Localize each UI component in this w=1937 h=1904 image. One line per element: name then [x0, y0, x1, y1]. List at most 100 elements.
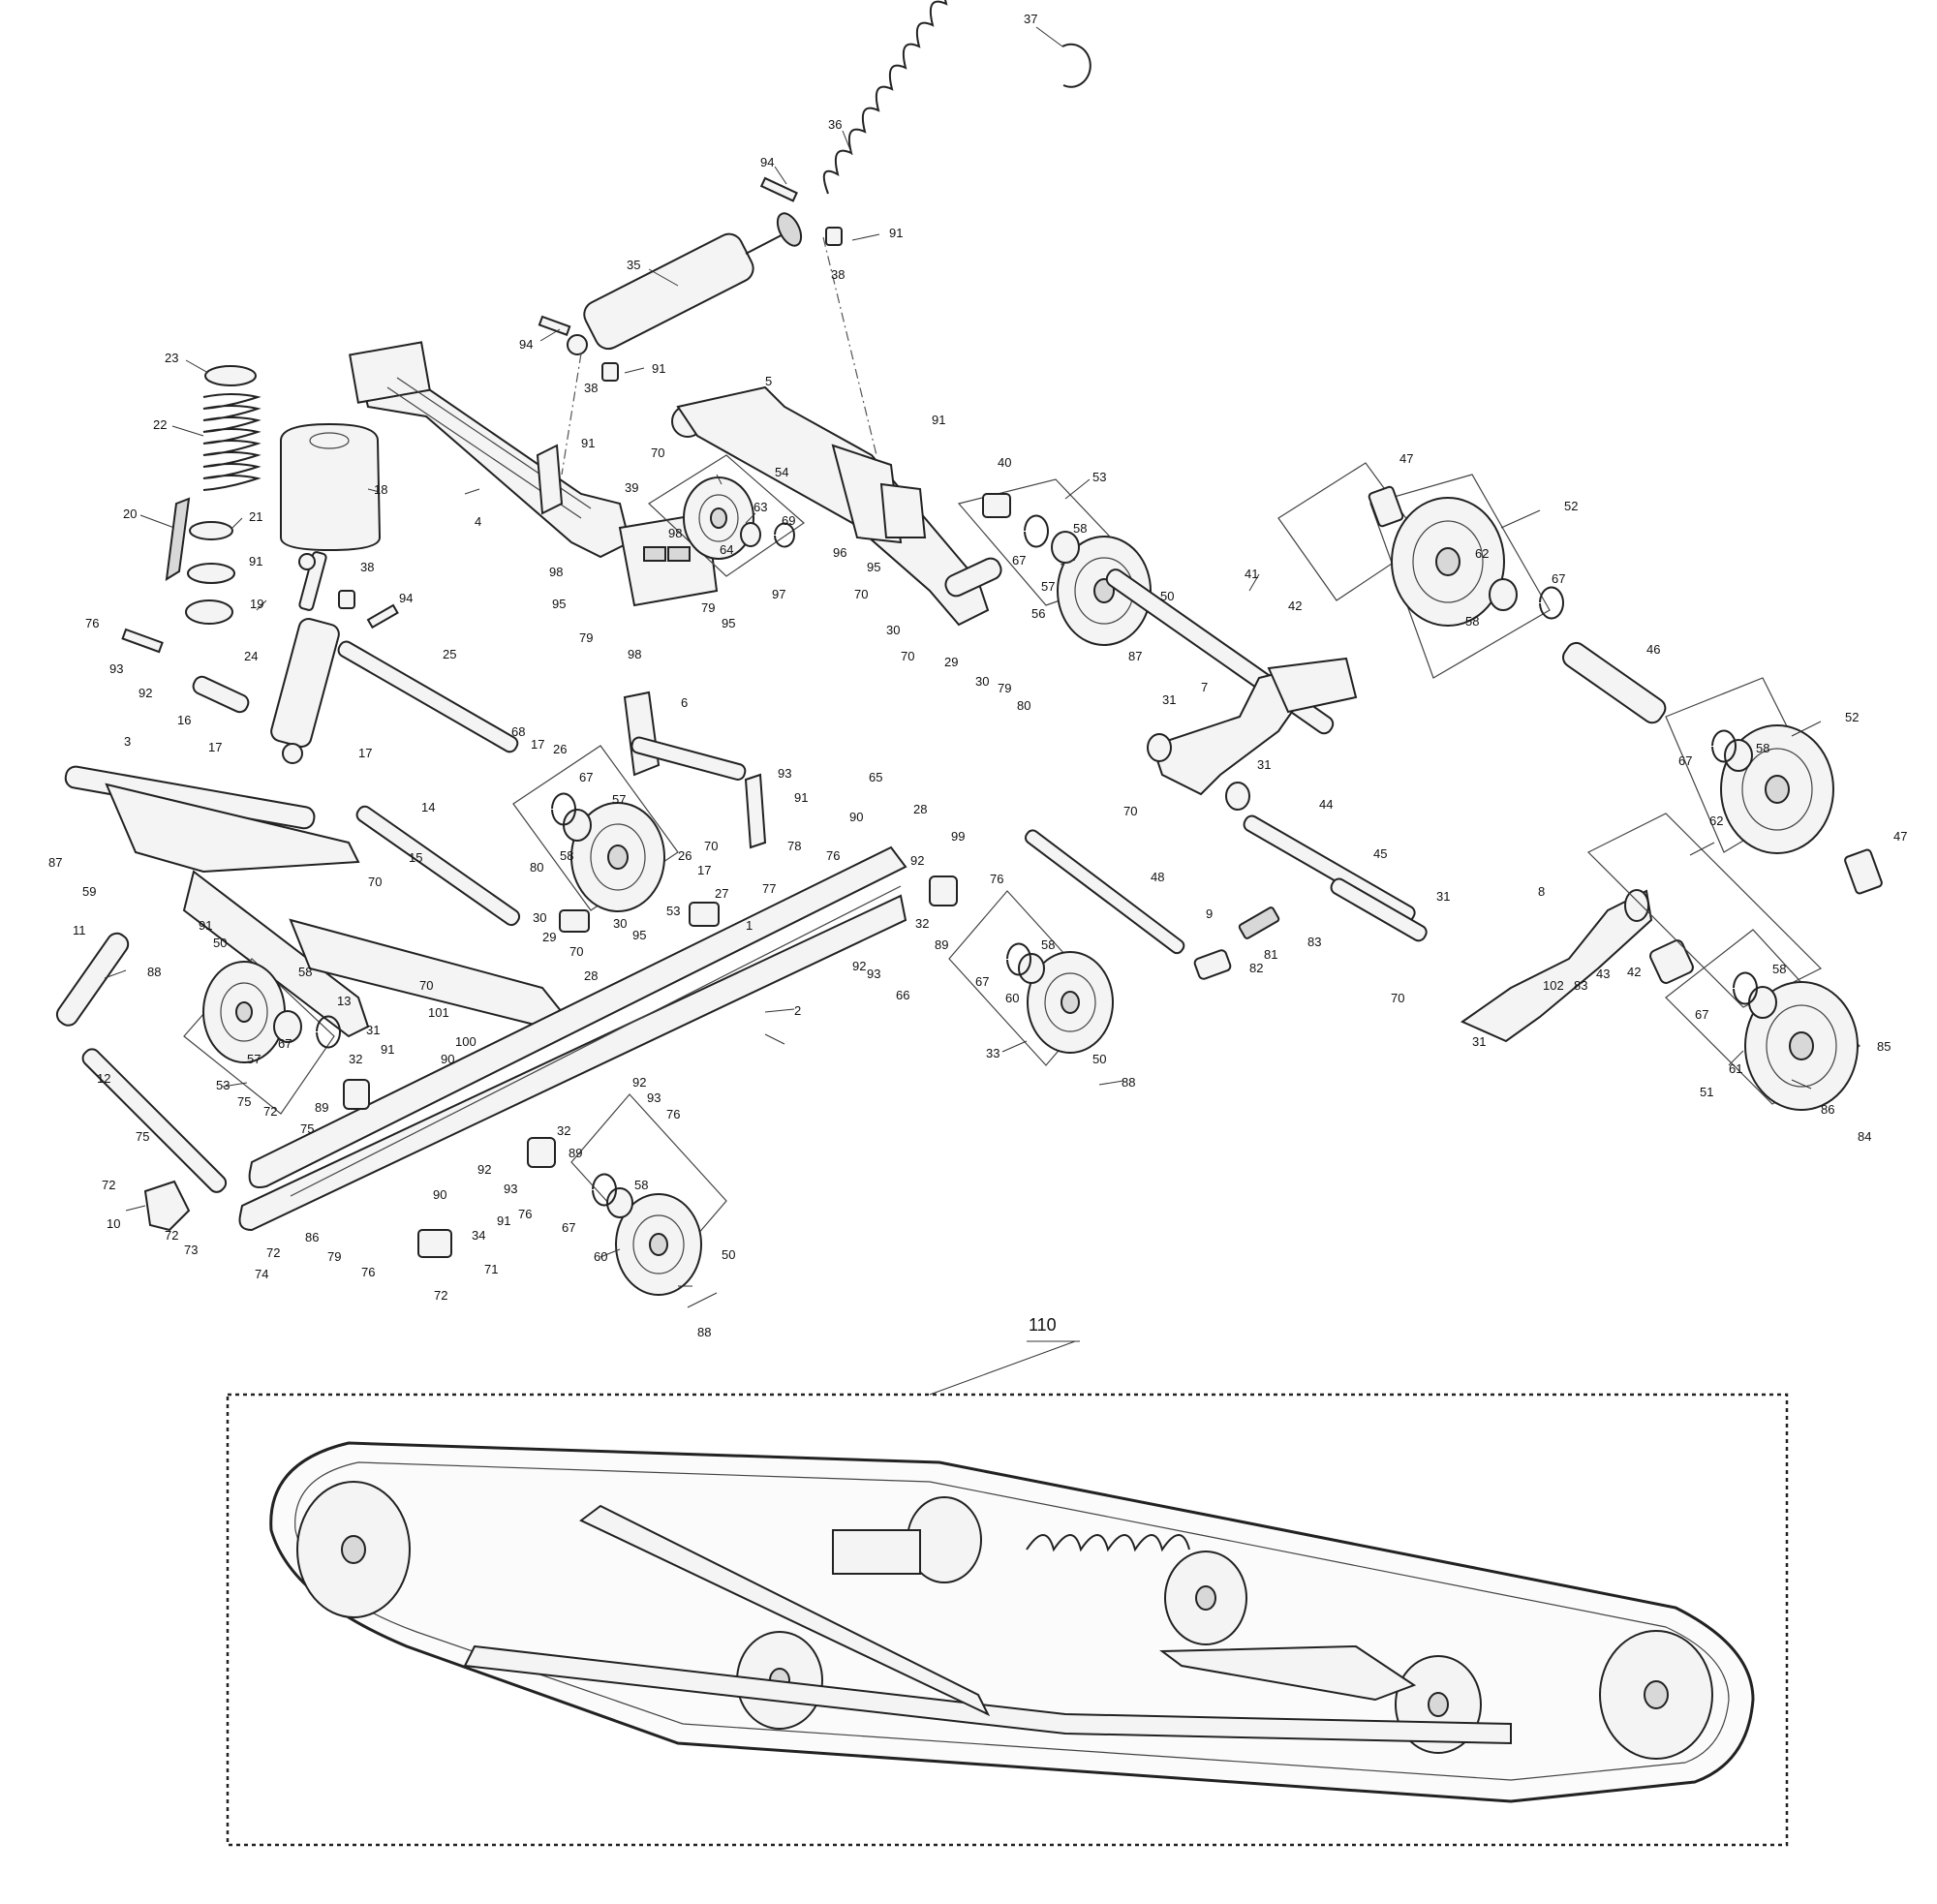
callout-70: 70 [569, 944, 583, 959]
rear-lower-group [1024, 813, 1860, 1111]
callout-36: 36 [828, 117, 842, 132]
callout-94: 94 [519, 337, 533, 352]
part-8-rear-arm-lower [1460, 889, 1653, 1043]
callout-35: 35 [627, 258, 640, 272]
callout-41: 41 [1245, 567, 1258, 581]
part-67-snap-ring-lower-right [1733, 971, 1758, 1005]
callout-53: 53 [216, 1078, 230, 1092]
callout-10: 10 [107, 1216, 120, 1231]
callout-38: 38 [360, 560, 374, 574]
part-38-bushing-mid [601, 362, 619, 382]
callout-60: 60 [1005, 991, 1019, 1005]
callout-50: 50 [722, 1247, 735, 1262]
callout-57: 57 [247, 1052, 261, 1066]
callout-88: 88 [147, 965, 161, 979]
callout-72: 72 [263, 1104, 277, 1119]
callout-67: 67 [1678, 753, 1692, 768]
callout-98: 98 [628, 647, 641, 661]
part-27-spacer [689, 902, 720, 927]
callout-100: 100 [455, 1034, 477, 1049]
callout-89: 89 [315, 1100, 328, 1115]
part-58-bearing-bottom [606, 1187, 633, 1218]
part-45-shaft [1330, 877, 1428, 942]
rear-upper-shaft-group [1105, 568, 1358, 811]
callout-47: 47 [1399, 451, 1413, 466]
part-44-shaft [1243, 814, 1416, 923]
part-25-cross-shaft [337, 640, 519, 753]
callout-70: 70 [1391, 991, 1404, 1005]
callout-81: 81 [1264, 947, 1277, 962]
callout-56: 56 [1031, 606, 1045, 621]
callout-50: 50 [213, 936, 227, 950]
callout-76: 76 [85, 616, 99, 630]
part-32-bracket-bottom [527, 1137, 556, 1168]
callout-91: 91 [932, 413, 945, 427]
rear-shock-spring-group [538, 0, 1091, 476]
assembled-view-110 [226, 1340, 1789, 1847]
part-58-bearing-lower-right [1748, 986, 1777, 1019]
callout-101: 101 [428, 1005, 449, 1020]
callout-69: 69 [782, 513, 795, 528]
callout-76: 76 [666, 1107, 680, 1121]
callout-95: 95 [552, 597, 566, 611]
callout-99: 99 [951, 829, 965, 844]
callout-91: 91 [889, 226, 903, 240]
callout-54: 54 [775, 465, 788, 479]
callout-58: 58 [634, 1178, 648, 1192]
callout-52: 52 [1845, 710, 1859, 724]
callout-1: 1 [746, 918, 753, 933]
part-2-slide-rail [238, 894, 907, 1232]
callout-92: 92 [852, 959, 866, 973]
callout-58: 58 [1073, 521, 1087, 536]
part-76-bolt-left [121, 628, 164, 654]
part-67-snap-ring-middle [551, 792, 576, 826]
part-67-snap-ring-left [316, 1015, 341, 1049]
callout-32: 32 [349, 1052, 362, 1066]
callout-51: 51 [1700, 1085, 1713, 1099]
part-14-cross-shaft [355, 805, 521, 927]
callout-53: 53 [666, 904, 680, 918]
part-6-rail-bracket [623, 691, 661, 777]
callout-62: 62 [1475, 546, 1489, 561]
callout-64: 64 [720, 542, 733, 557]
part-81-adjuster-spring [1238, 906, 1280, 939]
callout-93: 93 [109, 661, 123, 676]
callout-74: 74 [255, 1267, 268, 1281]
callout-70: 70 [704, 839, 718, 853]
callout-38: 38 [831, 267, 845, 282]
assembled-rear-arm [1159, 1644, 1417, 1702]
part-58-bearing-right [1724, 739, 1753, 772]
callout-34: 34 [472, 1228, 485, 1243]
part-42-spacer-lower [1649, 939, 1694, 984]
callout-72: 72 [102, 1178, 115, 1192]
callout-76: 76 [518, 1207, 532, 1221]
callout-28: 28 [584, 968, 598, 983]
callout-63: 63 [753, 500, 767, 514]
callout-20: 20 [123, 507, 137, 521]
part-94-bolt-mid [538, 315, 571, 336]
callout-85: 85 [1877, 1039, 1891, 1054]
part-58-bearing-ur [1489, 578, 1518, 611]
part-42-pivot-bracket [1267, 657, 1358, 714]
callout-labels: 37 36 94 91 38 35 94 38 91 23 22 18 20 2… [48, 12, 1907, 1339]
callout-60: 60 [594, 1249, 607, 1264]
callout-86: 86 [305, 1230, 319, 1244]
callout-27: 27 [715, 886, 728, 901]
callout-31: 31 [366, 1023, 380, 1037]
part-34-block [417, 1229, 452, 1258]
callout-5: 5 [765, 374, 772, 388]
callout-95: 95 [867, 560, 880, 574]
part-19-lower-seat [185, 599, 233, 625]
callout-80: 80 [1017, 698, 1030, 713]
callout-17: 17 [697, 863, 711, 877]
callout-31: 31 [1257, 757, 1271, 772]
callout-45: 45 [1373, 846, 1387, 861]
part-37-spring-retainer [1061, 43, 1091, 88]
callout-86: 86 [1821, 1102, 1834, 1117]
callout-92: 92 [477, 1162, 491, 1177]
callout-91: 91 [497, 1213, 510, 1228]
callout-9: 9 [1206, 906, 1213, 921]
callout-24: 24 [244, 649, 258, 663]
part-38-bushing-top [825, 227, 843, 246]
callout-58: 58 [560, 848, 573, 863]
